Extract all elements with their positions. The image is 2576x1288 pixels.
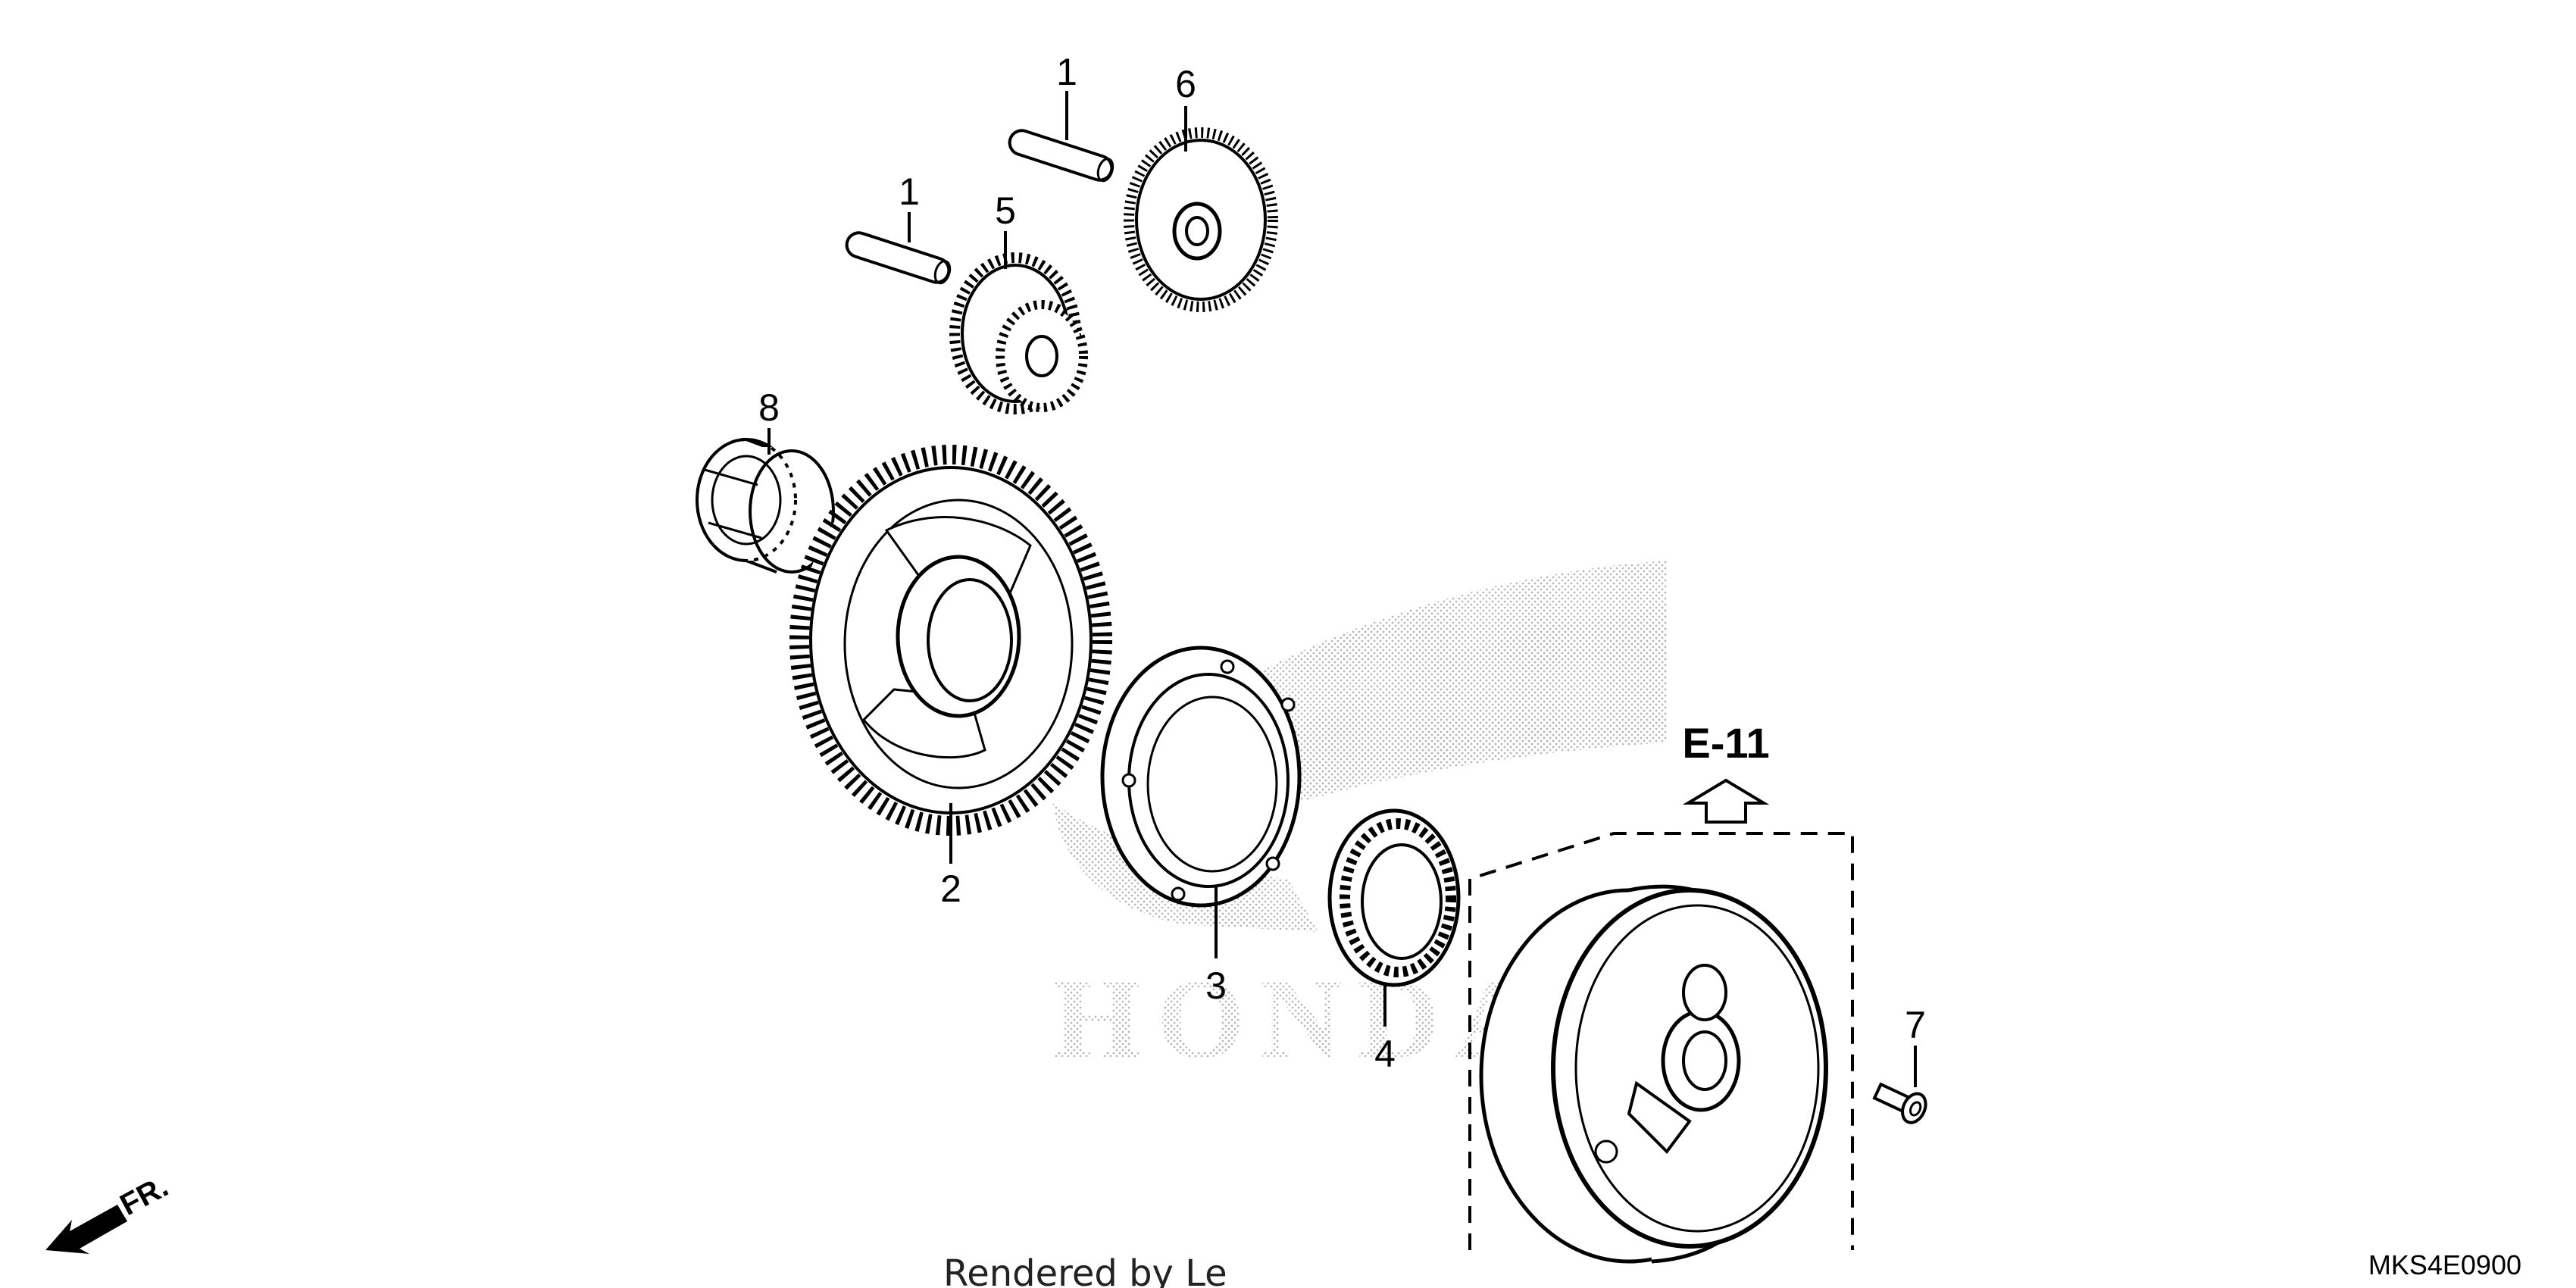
bolt-icon: [1872, 1082, 1927, 1124]
callout-1-upper: 1: [1056, 51, 1077, 93]
front-arrow-icon: [45, 1205, 127, 1254]
dowel-pin-icon: [845, 231, 952, 285]
rendered-by-text: Rendered by Le: [943, 1252, 1227, 1288]
double-gear-icon: [949, 252, 1088, 414]
callout-2: 2: [940, 868, 961, 910]
callout-3: 3: [1205, 964, 1227, 1007]
dowel-pin-icon: [1008, 129, 1114, 183]
one-way-clutch-icon: [1327, 808, 1461, 987]
leader-lines: [767, 91, 1917, 1087]
callout-7: 7: [1905, 1004, 1926, 1046]
needle-bearing-icon: [696, 438, 835, 574]
idle-gear-icon: [1124, 127, 1278, 312]
large-gear-icon: [789, 445, 1112, 836]
front-label: FR.: [115, 1170, 174, 1222]
up-arrow-icon: [1682, 778, 1770, 824]
front-direction-indicator: FR.: [45, 1170, 174, 1254]
callout-6: 6: [1175, 63, 1196, 105]
reference-label: E-11: [1682, 719, 1769, 767]
flywheel-icon: [1479, 879, 1828, 1264]
callout-1-lower: 1: [899, 170, 920, 213]
callout-5: 5: [995, 189, 1016, 232]
callout-8: 8: [758, 386, 780, 429]
diagram-code: MKS4E0900: [2368, 1249, 2521, 1280]
clutch-outer-ring-icon: [1100, 646, 1302, 908]
callout-4: 4: [1374, 1033, 1396, 1075]
reference-boundary: [1468, 832, 1854, 1250]
watermark-wordmark: HONDA: [1053, 956, 1552, 1082]
